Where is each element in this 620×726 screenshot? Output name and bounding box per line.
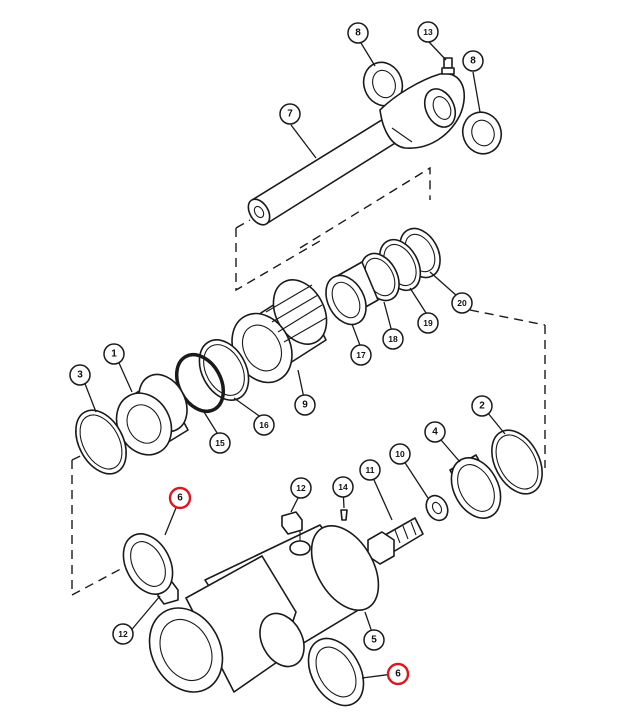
svg-text:12: 12	[296, 483, 306, 493]
part-6-seal-lower	[307, 637, 365, 707]
callout-20: 20	[451, 292, 473, 314]
part-2-ring	[491, 429, 543, 495]
callout-12-upper: 12	[290, 477, 312, 499]
svg-text:18: 18	[388, 334, 398, 344]
callout-9: 9	[294, 394, 316, 416]
svg-text:6: 6	[395, 669, 401, 680]
svg-text:10: 10	[395, 449, 405, 459]
callout-7: 7	[279, 103, 301, 125]
callout-5: 5	[363, 629, 385, 651]
callout-10: 10	[389, 443, 411, 465]
callout-4: 4	[424, 421, 446, 443]
svg-text:19: 19	[423, 318, 433, 328]
svg-text:14: 14	[338, 482, 348, 492]
callout-11: 11	[359, 459, 381, 481]
callout-6-upper-highlighted: 6	[168, 486, 192, 510]
svg-text:8: 8	[355, 28, 361, 39]
part-6-seal-upper	[122, 533, 174, 595]
callout-13: 13	[417, 21, 439, 43]
part-5-cylinder-barrel	[148, 524, 380, 693]
svg-text:7: 7	[287, 109, 293, 120]
svg-text:20: 20	[457, 298, 467, 308]
svg-text:2: 2	[479, 401, 485, 412]
svg-text:1: 1	[111, 349, 117, 360]
callout-17: 17	[350, 344, 372, 366]
svg-text:3: 3	[77, 370, 83, 381]
svg-text:9: 9	[302, 400, 308, 411]
svg-text:6: 6	[177, 493, 183, 504]
part-4-bushing	[449, 454, 502, 519]
part-14-fitting	[340, 509, 348, 521]
callout-8-left: 8	[347, 22, 369, 44]
upper-dashed-alignment-frame	[235, 166, 431, 292]
part-3-ring	[75, 409, 127, 475]
svg-text:12: 12	[118, 629, 128, 639]
part-9-gland	[231, 279, 328, 384]
part-1-piston	[115, 373, 189, 456]
callout-16: 16	[253, 414, 275, 436]
svg-text:17: 17	[356, 350, 366, 360]
svg-text:15: 15	[215, 438, 225, 448]
part-10-washer	[425, 494, 449, 522]
part-12-plug-upper	[281, 511, 303, 535]
callout-2: 2	[471, 395, 493, 417]
svg-text:5: 5	[371, 635, 377, 646]
svg-text:8: 8	[470, 56, 476, 67]
part-7-piston-rod	[247, 72, 465, 226]
callout-8-right: 8	[462, 50, 484, 72]
part-17-bushing	[325, 261, 379, 326]
svg-text:13: 13	[423, 27, 433, 37]
callout-15: 15	[209, 432, 231, 454]
callout-6-lower-highlighted: 6	[386, 662, 410, 686]
svg-text:4: 4	[432, 427, 438, 438]
part-16-o-ring	[198, 339, 250, 401]
part-8-bushing-right	[461, 111, 503, 155]
svg-text:11: 11	[366, 465, 375, 475]
part-11-bolt	[367, 517, 424, 565]
callout-18: 18	[382, 328, 404, 350]
callout-12-lower: 12	[112, 623, 134, 645]
part-13-grease-fitting	[441, 57, 455, 75]
callout-14: 14	[332, 476, 354, 498]
callout-3: 3	[69, 364, 91, 386]
svg-text:16: 16	[259, 420, 269, 430]
callout-1: 1	[103, 343, 125, 365]
callout-19: 19	[417, 312, 439, 334]
